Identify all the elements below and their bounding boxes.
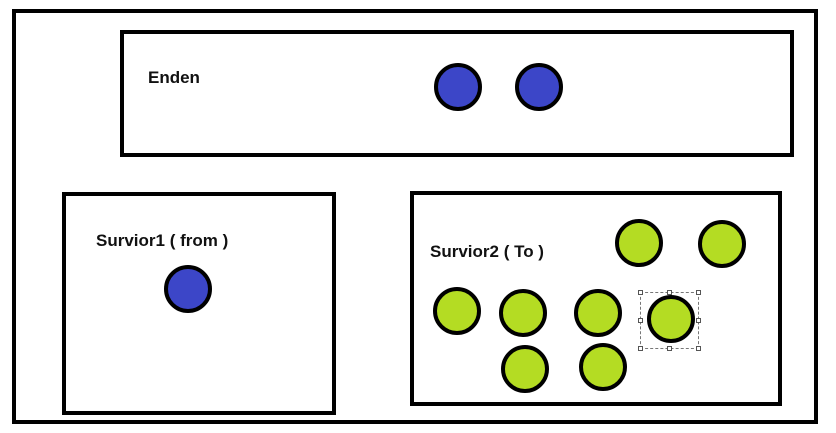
resize-handle[interactable]: [696, 318, 701, 323]
selection-box[interactable]: [638, 290, 701, 351]
eden-object-dot: [515, 63, 563, 111]
survivor2-object-dot: [579, 343, 627, 391]
survivor1-label: Survior1 ( from ): [96, 231, 229, 250]
survivor2-object-dot: [433, 287, 481, 335]
survivor2-object-dot: [499, 289, 547, 337]
survivor1-object-dot: [164, 265, 212, 313]
resize-handle[interactable]: [696, 290, 701, 295]
survivor2-object-dot: [615, 219, 663, 267]
survivor2-label: Survior2 ( To ): [430, 242, 544, 261]
resize-handle[interactable]: [696, 346, 701, 351]
eden-label: Enden: [148, 68, 200, 87]
survivor2-object-dot: [501, 345, 549, 393]
resize-handle[interactable]: [667, 290, 672, 295]
resize-handle[interactable]: [638, 290, 643, 295]
resize-handle[interactable]: [638, 318, 643, 323]
resize-handle[interactable]: [638, 346, 643, 351]
eden-object-dot: [434, 63, 482, 111]
survivor2-object-dot: [574, 289, 622, 337]
resize-handle[interactable]: [667, 346, 672, 351]
survivor2-object-dot: [698, 220, 746, 268]
survivor2-object-dot: [647, 295, 695, 343]
